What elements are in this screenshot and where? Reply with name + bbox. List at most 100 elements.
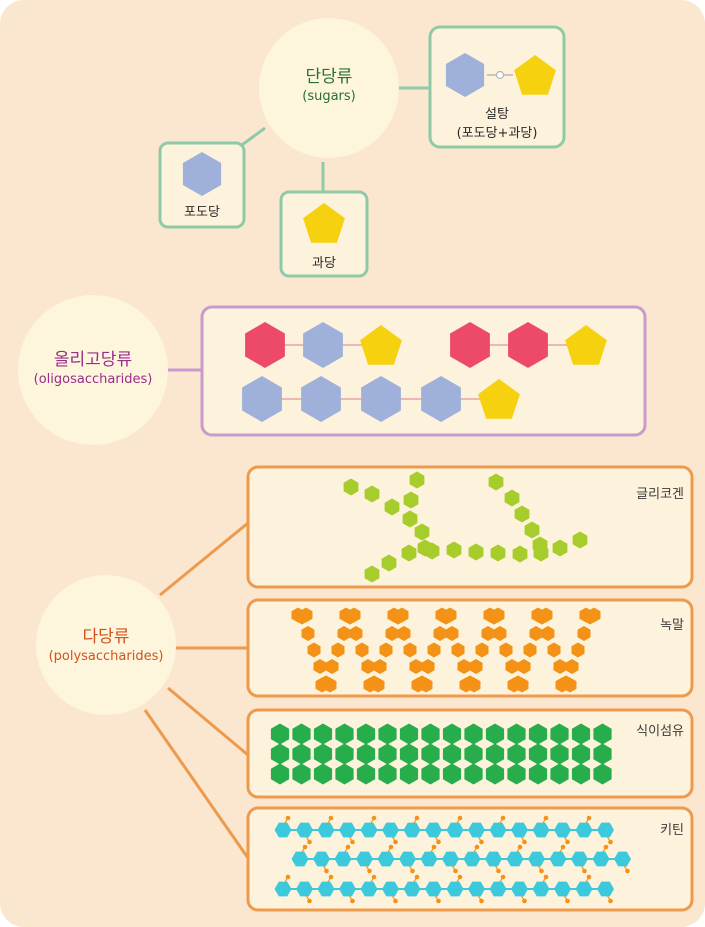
fiber-hex-icon [421, 723, 440, 745]
starch-hex-icon [493, 626, 507, 641]
fiber-hex-icon [313, 723, 333, 745]
starch-hex-icon [553, 659, 567, 674]
starch-hex-icon [347, 607, 361, 623]
chitin-hex-icon [489, 881, 507, 897]
chitin-sidegroup-icon [393, 898, 398, 904]
chitin-sidegroup-icon [371, 815, 377, 821]
chitin-hex-icon [446, 822, 464, 838]
starch-hex-icon [523, 642, 537, 658]
chitin-sidegroup-icon [625, 868, 630, 874]
chitin-hex-icon [296, 822, 313, 838]
starch-hex-icon [313, 659, 327, 674]
chitin-sidegroup-icon [307, 898, 312, 904]
chitin-sidegroup-icon [474, 844, 480, 850]
chitin-hex-icon [313, 851, 330, 867]
sucrose-fructose-pentagon-icon [514, 55, 556, 95]
glycogen-hex-icon [343, 478, 359, 496]
starch-hex-icon [529, 626, 543, 641]
oligo-hexagon-icon [242, 376, 282, 422]
chitin-sidegroup-icon [586, 874, 592, 880]
chitin-hex-icon [377, 851, 395, 867]
chitin-sidegroup-icon [586, 815, 592, 821]
poly-connectors [143, 521, 250, 859]
glycogen-hex-icon [417, 539, 433, 557]
starch-hex-icon [419, 677, 433, 693]
starch-hex-icon [445, 626, 459, 641]
starch-hex-icon [373, 659, 387, 674]
starch-hex-icon [565, 659, 579, 674]
chitin-sidegroup-icon [565, 839, 570, 845]
molecule-layer [182, 53, 631, 904]
oligo-hexagon-icon [303, 322, 343, 368]
connector-poly-fiber [167, 686, 249, 757]
chitin-hex-icon [571, 851, 588, 867]
oligo-title-en: (oligosaccharides) [33, 372, 153, 387]
fiber-hex-icon [313, 763, 333, 785]
fiber-hex-icon [421, 743, 440, 765]
glycogen-hex-icon [552, 539, 568, 557]
connector-poly-glycogen [159, 521, 249, 597]
fiber-hex-icon [528, 763, 548, 785]
starch-hex-icon [577, 626, 591, 641]
starch-hex-icon [337, 626, 351, 641]
chitin-hex-icon [468, 822, 485, 838]
fructose-label: 과당 [312, 256, 336, 271]
chitin-sidegroup-icon [302, 844, 308, 850]
starch-hex-icon [379, 642, 393, 658]
oligo-hexagon-icon [508, 322, 548, 368]
fiber-hex-icon [593, 723, 612, 745]
fiber-hex-icon [270, 743, 290, 765]
chitin-sidegroup-icon [285, 815, 291, 821]
starch-hex-icon [505, 659, 519, 674]
glycogen-hex-icon [414, 523, 430, 541]
fiber-hex-icon [313, 743, 333, 765]
chitin-sidegroup-icon [350, 898, 355, 904]
chitin-sidegroup-icon [328, 815, 334, 821]
chitin-hex-icon [274, 822, 292, 838]
chitin-sidegroup-icon [457, 874, 463, 880]
chitin-sidegroup-icon [479, 839, 484, 845]
chitin-sidegroup-icon [500, 815, 506, 821]
starch-hex-icon [427, 642, 441, 658]
chitin-sidegroup-icon [582, 868, 587, 874]
oligo-hexagon-icon [301, 376, 341, 422]
chitin-sidegroup-icon [560, 844, 566, 850]
fiber-hex-icon [507, 763, 526, 785]
chitin-hex-icon [468, 881, 485, 897]
chitin-sidegroup-icon [479, 898, 484, 904]
chitin-hex-icon [425, 822, 442, 838]
fiber-hex-icon [442, 723, 462, 745]
chitin-sidegroup-icon [324, 868, 329, 874]
fiber-hex-icon [378, 723, 397, 745]
fiber-hex-icon [292, 743, 311, 765]
chitin-sidegroup-icon [350, 839, 355, 845]
sugars-title-ko: 단당류 [305, 67, 353, 87]
starch-hex-icon [421, 659, 435, 674]
chitin-hex-icon [360, 881, 378, 897]
starch-box [246, 598, 694, 698]
connector-poly-chitin [143, 709, 250, 859]
fiber-hex-icon [528, 743, 548, 765]
chitin-sidegroup-icon [431, 844, 437, 850]
chitin-sidegroup-icon [436, 839, 441, 845]
starch-hex-icon [385, 626, 399, 641]
chitin-sidegroup-icon [500, 874, 506, 880]
chitin-sidegroup-icon [393, 839, 398, 845]
glycogen-hex-icon [488, 473, 504, 491]
glycogen-hex-icon [468, 543, 484, 561]
glycogen-hex-icon [533, 544, 549, 562]
fiber-hex-icon [442, 763, 462, 785]
glycogen-hex-icon [446, 541, 462, 559]
starch-hex-icon [563, 677, 577, 693]
chitin-sidegroup-icon [436, 898, 441, 904]
fiber-hex-icon [356, 763, 376, 785]
chitin-hex-icon [592, 851, 610, 867]
chitin-label: 키틴 [660, 823, 684, 838]
glycogen-hex-icon [504, 489, 520, 507]
fiber-hex-icon [270, 763, 290, 785]
glucose-hexagon-icon [182, 152, 222, 196]
fiber-hex-icon [442, 743, 462, 765]
starch-hex-icon [469, 659, 483, 674]
fiber-hex-icon [464, 763, 483, 785]
fiber-hex-icon [485, 763, 505, 785]
